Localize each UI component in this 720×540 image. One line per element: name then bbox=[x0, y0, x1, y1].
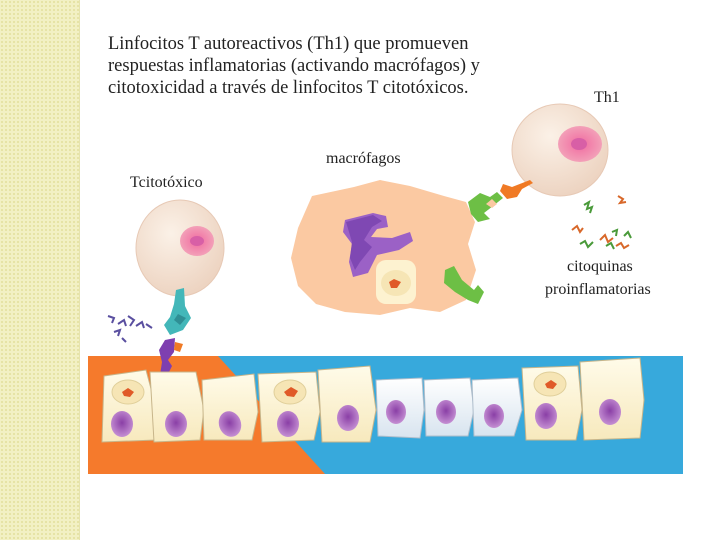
epithelial-cell-10 bbox=[579, 357, 645, 441]
title-line-3: citotoxicidad a través de linfocitos T c… bbox=[108, 78, 469, 98]
label-tcytotoxic: Tcitotóxico bbox=[130, 174, 203, 191]
mhc-receptor-top bbox=[468, 192, 503, 222]
mhc-receptor-bottom bbox=[444, 266, 484, 304]
tcytotoxic-cell bbox=[135, 199, 225, 297]
label-th1: Th1 bbox=[594, 89, 620, 106]
decorative-side-strip bbox=[0, 0, 79, 540]
epithelial-cell-2 bbox=[149, 371, 205, 443]
title-line-2: respuestas inflamatorias (activando macr… bbox=[108, 56, 480, 76]
target-mhc bbox=[159, 338, 183, 378]
epithelial-cell-6 bbox=[375, 377, 425, 439]
label-macrophages: macrófagos bbox=[326, 150, 401, 167]
epithelial-cell-4 bbox=[257, 371, 321, 443]
label-cytokines-line2: proinflamatorias bbox=[545, 281, 651, 298]
cytotoxic-granules bbox=[107, 315, 153, 343]
epithelial-cell-1 bbox=[101, 369, 157, 443]
side-strip-edge bbox=[79, 0, 80, 540]
tcytotoxic-receptor bbox=[164, 288, 191, 335]
macrophage-cell bbox=[291, 180, 476, 315]
th1-cell bbox=[511, 103, 609, 197]
cytokine-particles bbox=[571, 195, 632, 250]
th1-receptor bbox=[500, 180, 533, 199]
epithelial-cell-3 bbox=[201, 373, 259, 441]
epithelial-cell-8 bbox=[471, 377, 523, 437]
epithelial-cell-5 bbox=[317, 365, 377, 443]
epithelial-cell-9 bbox=[521, 365, 583, 441]
label-cytokines-line1: citoquinas bbox=[567, 258, 633, 275]
epithelial-cell-7 bbox=[423, 377, 475, 437]
title-line-1: Linfocitos T autoreactivos (Th1) que pro… bbox=[108, 34, 469, 54]
